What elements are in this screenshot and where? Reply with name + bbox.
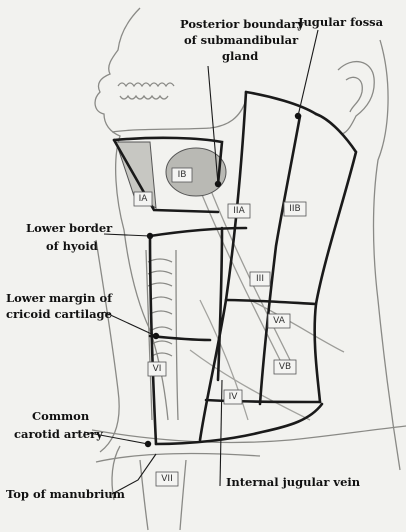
level-iv: IV — [224, 390, 242, 404]
level-va: VA — [268, 314, 290, 328]
level-iv-label: IV — [229, 392, 239, 402]
level-vb-label: VB — [279, 362, 291, 372]
anatomy-sketch — [92, 8, 406, 530]
label-lower-margin-line1: Lower margin of — [6, 291, 113, 305]
level-ib-label: IB — [178, 170, 187, 180]
level-vi-label: VI — [153, 364, 162, 374]
level-vb: VB — [274, 360, 296, 374]
leader-jugular-fossa — [298, 30, 318, 116]
level-iib-label: IIB — [289, 204, 300, 214]
ear — [338, 62, 374, 134]
mandible — [112, 100, 246, 132]
label-lower-margin-line2: cricoid cartilage — [6, 307, 112, 321]
level-iii: III — [250, 272, 270, 286]
label-common-carotid-line2: carotid artery — [14, 427, 103, 441]
label-lower-border-line2: of hyoid — [46, 239, 98, 253]
label-posterior-boundary-line3: gland — [222, 49, 258, 63]
label-posterior-boundary-line2: of submandibular — [184, 33, 299, 47]
level-iii-label: III — [256, 274, 264, 284]
label-jugular-fossa: Jugular fossa — [297, 15, 384, 29]
face-profile — [95, 8, 168, 420]
label-internal-jugular-vein: Internal jugular vein — [226, 475, 361, 489]
anterior-neck — [96, 240, 119, 452]
level-vi: VI — [148, 362, 166, 376]
level-vii-label: VII — [161, 474, 172, 484]
level-ib: IB — [172, 168, 192, 182]
level-iia-label: IIA — [233, 206, 245, 216]
teeth — [118, 83, 174, 86]
leader-internal-jugular — [220, 380, 222, 486]
level-vii: VII — [156, 472, 178, 486]
level-iia: IIA — [228, 204, 250, 218]
level-ia: IA — [134, 192, 152, 206]
level-ia-label: IA — [139, 194, 149, 204]
label-top-manubrium: Top of manubrium — [6, 487, 125, 501]
label-common-carotid-line1: Common — [32, 409, 90, 423]
level-iib: IIB — [284, 202, 306, 216]
posterior-neck — [374, 40, 401, 470]
level-va-label: VA — [273, 316, 286, 326]
label-posterior-boundary-line1: Posterior boundary — [180, 17, 304, 31]
label-lower-border-line1: Lower border — [26, 221, 113, 235]
